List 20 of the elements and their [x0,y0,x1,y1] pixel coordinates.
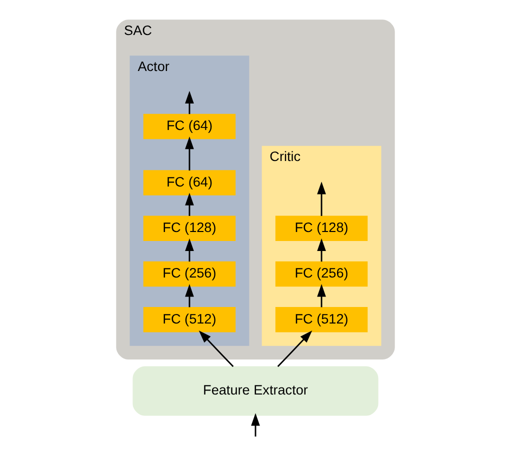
node-box: FC (64) [142,170,236,196]
arrow [184,90,194,114]
node-box: FC (64) [142,114,236,140]
arrow [184,136,194,171]
arrow [184,238,194,262]
arrow [184,284,194,308]
node-box: FC (512) [142,307,236,332]
node-box: FC (128) [142,216,236,242]
arrow [184,192,194,216]
arrow [250,413,260,437]
arrow [316,284,326,308]
arrow [316,182,326,216]
arrow [276,330,312,368]
node-box: FC (128) [274,216,368,242]
node-box: FC (256) [274,261,368,287]
node-box: Feature Extractor [132,366,378,416]
node-box: FC (512) [274,307,368,332]
node-box: FC (256) [142,261,236,287]
arrow [316,238,326,262]
arrow [198,330,234,368]
